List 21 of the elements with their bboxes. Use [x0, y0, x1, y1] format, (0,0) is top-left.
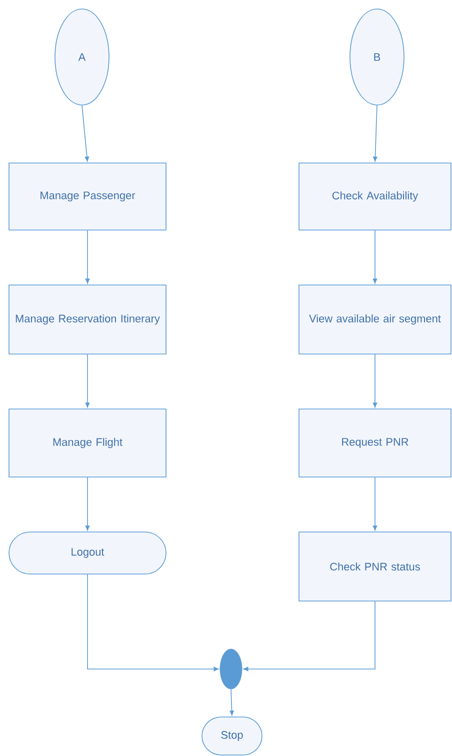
terminal-box: Logout	[8, 532, 166, 574]
process-box: Check Availability	[298, 162, 452, 230]
arrow	[230, 688, 234, 716]
process-box: Check PNR status	[298, 532, 452, 602]
arrow	[243, 601, 376, 672]
arrow	[87, 574, 219, 672]
terminal-box: Stop	[202, 716, 262, 756]
arrow	[372, 477, 378, 530]
arrow	[85, 230, 90, 284]
arrow	[85, 477, 90, 530]
process-box: View available air segment	[298, 284, 452, 354]
process-box: Request PNR	[298, 408, 452, 478]
process-box: Manage Passenger	[8, 162, 166, 230]
arrow	[372, 354, 378, 408]
junction-dot	[220, 648, 242, 690]
arrow	[372, 230, 378, 284]
arrow	[373, 105, 378, 162]
arrow	[85, 354, 90, 408]
process-box: Manage Reservation Itinerary	[8, 284, 166, 354]
arrow	[82, 105, 90, 162]
process-box: Manage Flight	[8, 408, 166, 478]
